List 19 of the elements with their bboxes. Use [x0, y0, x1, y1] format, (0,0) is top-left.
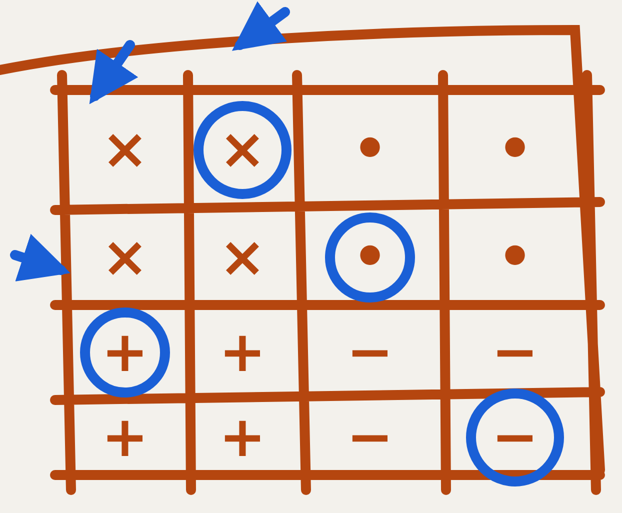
cell-mark: − — [346, 324, 394, 380]
arrow — [10, 234, 70, 282]
arrow — [232, 1, 290, 51]
cell-mark: • — [497, 122, 533, 178]
cell-mark: • — [352, 230, 388, 286]
arrow — [89, 40, 138, 104]
cell-mark: − — [492, 324, 538, 380]
cell-mark: × — [102, 122, 148, 178]
cell-mark: • — [497, 230, 533, 286]
cell-mark: + — [102, 324, 148, 380]
cell-mark: × — [102, 230, 148, 286]
cell-mark: − — [346, 410, 394, 466]
cell-mark: + — [219, 324, 266, 380]
cell-mark: × — [219, 122, 266, 178]
cell-mark: − — [492, 410, 538, 466]
cell-mark: + — [102, 410, 148, 466]
cell-mark: × — [219, 230, 266, 286]
cell-mark: + — [219, 410, 266, 466]
cell-mark: • — [352, 122, 388, 178]
